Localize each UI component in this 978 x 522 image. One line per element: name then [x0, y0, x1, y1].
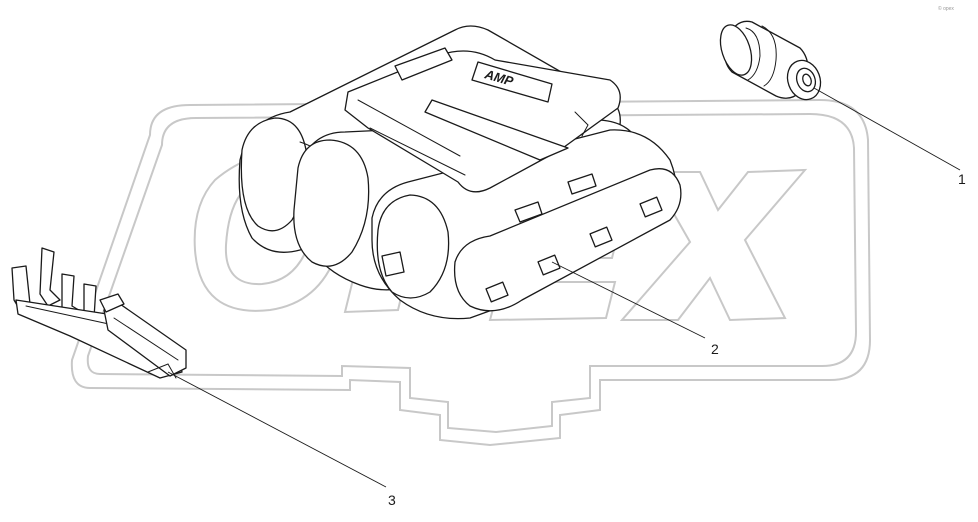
callout-labels: 1 2 3: [388, 171, 966, 508]
part-terminal: [11, 247, 187, 379]
part-seal: [719, 20, 822, 101]
callout-2: 2: [711, 341, 719, 357]
callout-3: 3: [388, 492, 396, 508]
leader-lines: [167, 87, 961, 488]
watermark-gear: [70, 98, 872, 447]
leader-line-2: [551, 261, 706, 339]
part-connector-housing: AMP: [238, 25, 682, 320]
corner-mark: © opex: [938, 5, 954, 12]
leader-line-3: [167, 371, 387, 488]
leader-line-1: [813, 87, 961, 171]
callout-1: 1: [958, 171, 966, 187]
